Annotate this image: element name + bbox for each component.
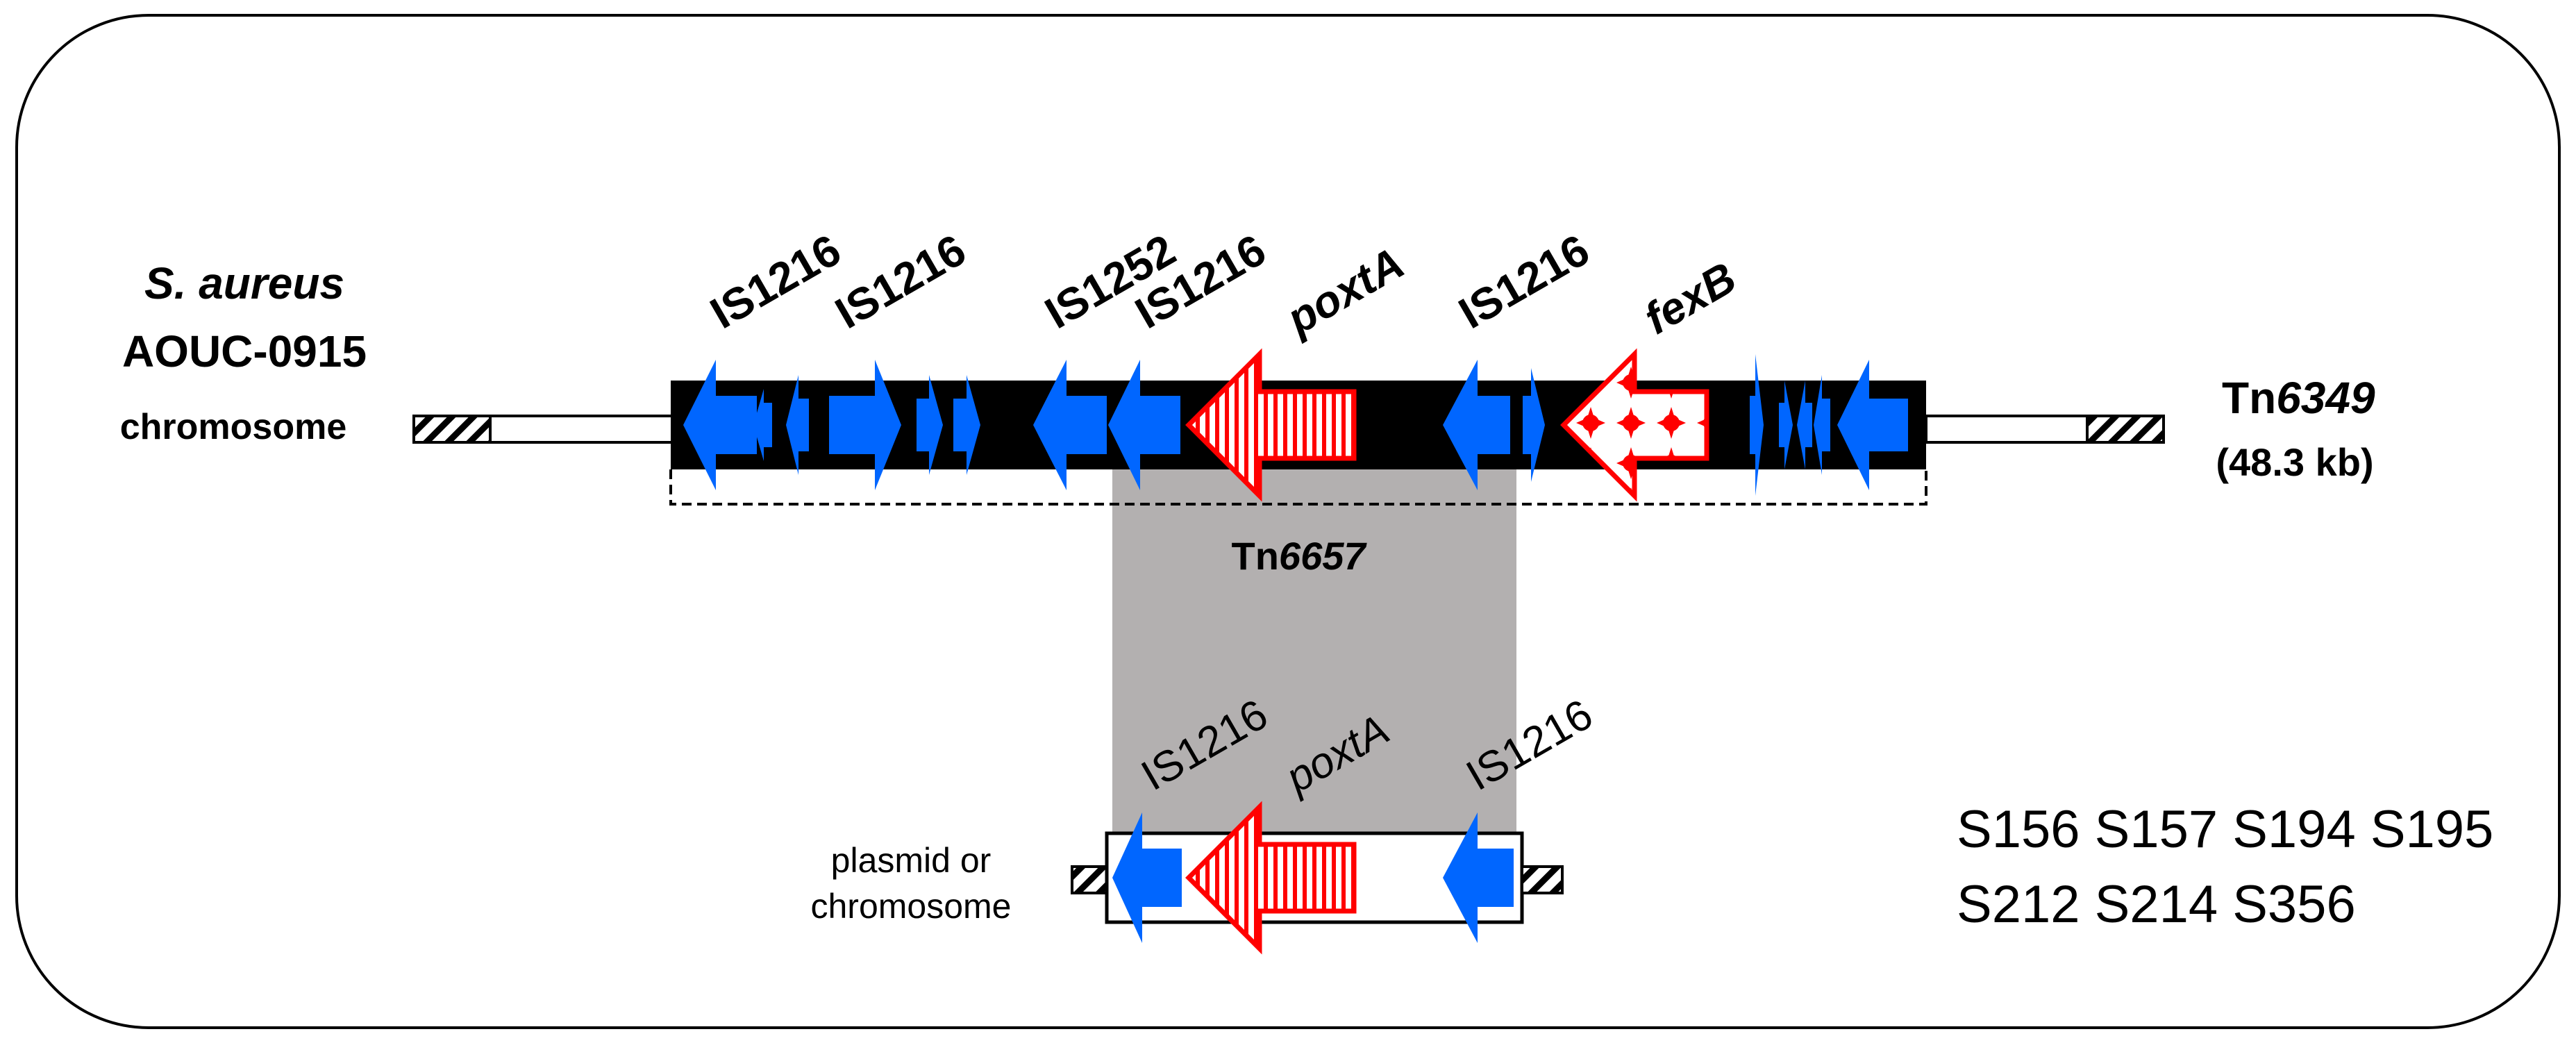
is-arrow-small-3 — [917, 375, 943, 475]
is-arrow-small-10 — [1837, 360, 1908, 490]
organism-species: S. aureus — [144, 258, 344, 308]
top-location-label: chromosome — [120, 407, 347, 447]
is1216-arrow-2 — [829, 360, 901, 490]
tn6657-dashed-bracket — [669, 469, 1927, 506]
chromosome-flank-right-hatched — [2086, 415, 2165, 444]
fexB-gene-arrow — [1560, 348, 1709, 502]
is1216-arrow-bottom-right — [1443, 812, 1514, 943]
bottom-location-line1: plasmid or — [831, 841, 992, 880]
poxtA-gene-arrow-bottom — [1185, 801, 1357, 955]
tn6657-number: 6657 — [1279, 534, 1367, 578]
chromosome-flank-left — [489, 415, 674, 444]
bottom-flank-right-hatched — [1521, 865, 1564, 894]
is-arrow-small-5 — [1523, 368, 1545, 482]
shared-region-shading — [1112, 465, 1516, 833]
chromosome-flank-left-hatched — [412, 415, 492, 444]
strain-list-line2: S212 S214 S356 — [1957, 875, 2356, 934]
tn6349-prefix: Tn — [2222, 373, 2276, 423]
tn6657-prefix: Tn — [1232, 534, 1279, 578]
is-arrow-small-9 — [1814, 375, 1830, 475]
is-arrow-small-6 — [1750, 354, 1764, 496]
is-arrow-small-1 — [753, 389, 772, 461]
is1216-arrow-bottom-left — [1112, 812, 1182, 943]
is-arrow-small-4 — [953, 375, 980, 475]
tn6349-label: Tn6349 — [2222, 373, 2375, 423]
tn6657-label: Tn6657 — [1232, 534, 1368, 578]
tn6349-size: (48.3 kb) — [2216, 440, 2373, 484]
bottom-flank-left-hatched — [1071, 865, 1108, 894]
organism-strain: AOUC-0915 — [122, 326, 367, 376]
strain-list-line1: S156 S157 S194 S195 — [1957, 800, 2493, 859]
poxtA-gene-arrow-top — [1185, 348, 1357, 502]
is1216-arrow-4 — [1443, 360, 1510, 490]
is1252-arrow — [1033, 360, 1107, 490]
bottom-location-line2: chromosome — [811, 887, 1012, 926]
is-arrow-small-2 — [786, 375, 809, 475]
tn6349-number: 6349 — [2276, 373, 2375, 423]
is-arrow-small-8 — [1797, 381, 1812, 469]
is-arrow-small-7 — [1779, 381, 1793, 469]
is1216-arrow-1 — [683, 360, 757, 490]
is1216-arrow-3 — [1108, 360, 1180, 490]
chromosome-flank-right — [1925, 415, 2089, 444]
